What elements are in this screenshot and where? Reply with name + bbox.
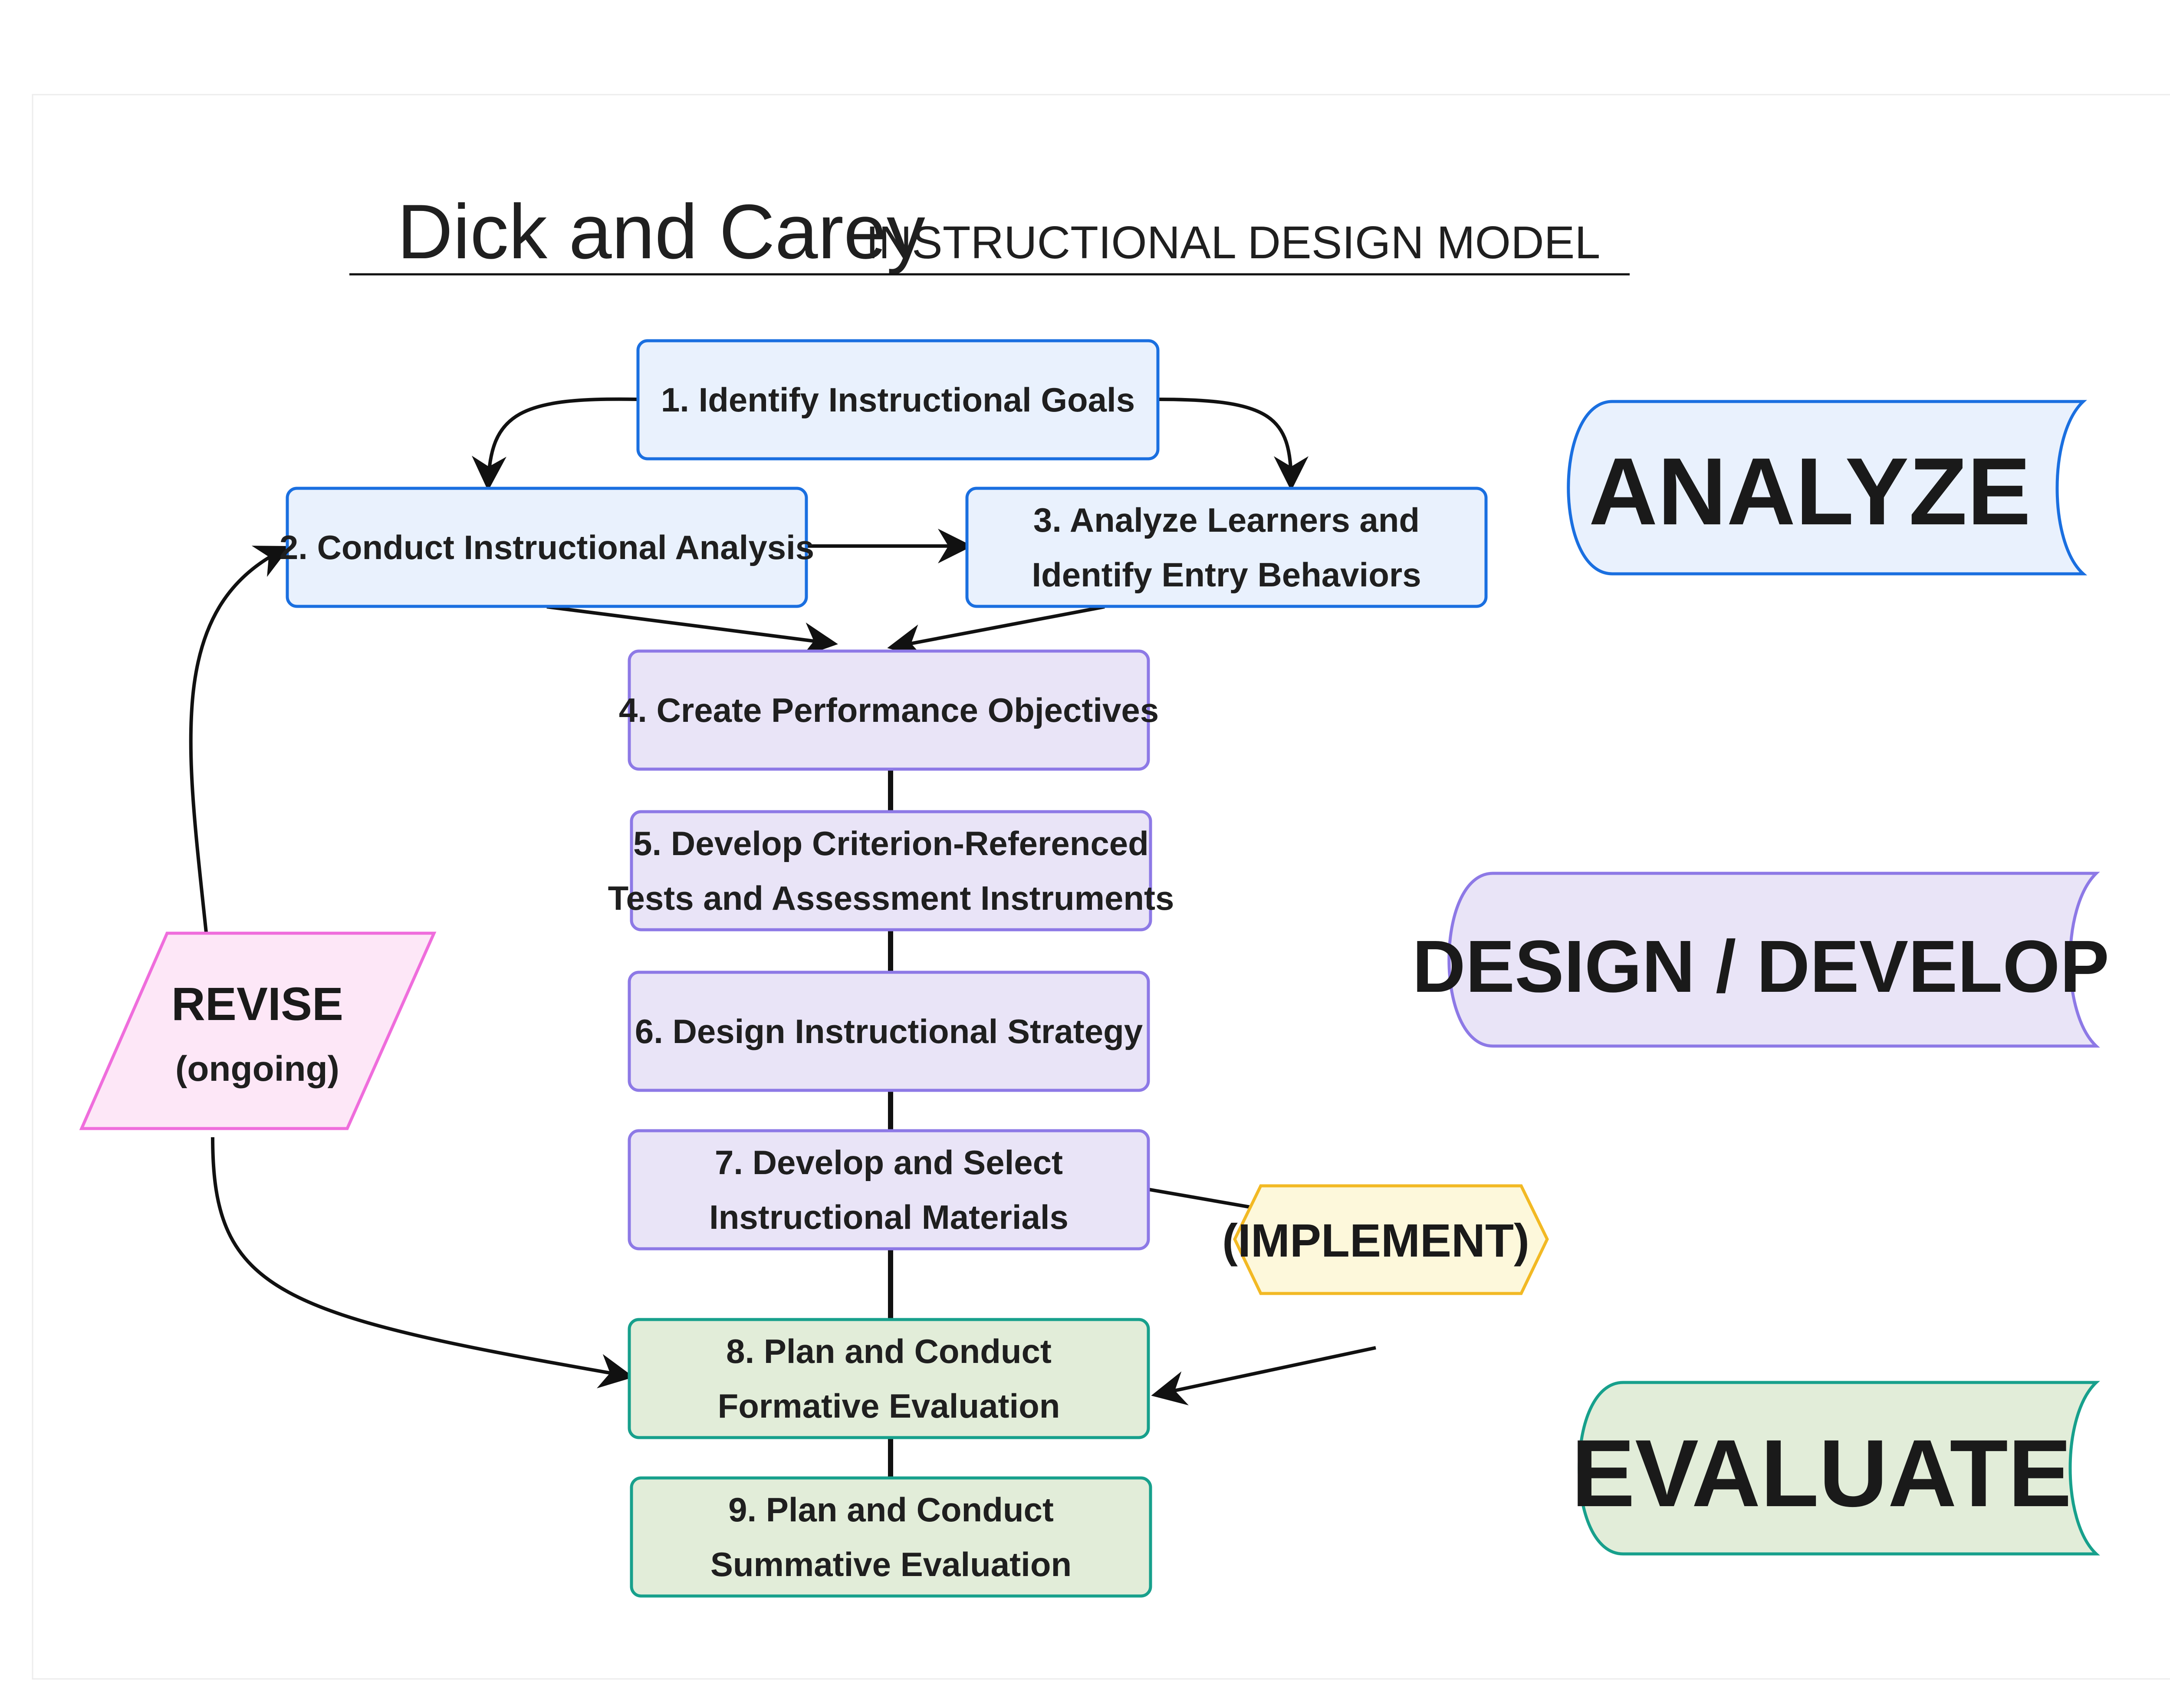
step-2-box [286, 487, 808, 608]
arrow-3-to-4 [887, 605, 1105, 659]
step-5-label-line-1: 5. Develop Criterion-Referenced [633, 824, 1149, 862]
step-6-label-line-1: 6. Design Instructional Strategy [635, 1012, 1143, 1050]
phase-analyze: ANALYZE [1567, 400, 2088, 576]
implement-label: (IMPLEMENT) [1222, 1214, 1529, 1267]
phase-evaluate: EVALUATE [1572, 1381, 2100, 1556]
step-7-label-line-2: Instructional Materials [709, 1198, 1069, 1236]
step-3-label-line-1: 3. Analyze Learners and [1033, 501, 1420, 539]
step-8-label-line-1: 8. Plan and Conduct [726, 1332, 1052, 1370]
revise-node: REVISE (ongoing) [79, 931, 437, 1130]
step-3-box [965, 487, 1488, 608]
connectors [189, 397, 1376, 1405]
implement-node: (IMPLEMENT) [1222, 1184, 1549, 1295]
arrow-1-to-3 [1157, 398, 1309, 491]
implement-shape [1233, 1184, 1549, 1295]
title: Dick and Carey INSTRUCTIONAL DESIGN MODE… [349, 188, 1630, 276]
step-6-node: 6. Design Instructional Strategy [628, 971, 1150, 1092]
phase-evaluate-shape [1578, 1381, 2100, 1556]
step-4-label-line-1: 4. Create Performance Objectives [619, 691, 1159, 729]
step-9-box [630, 1476, 1152, 1598]
step-4-box [628, 649, 1150, 771]
arrow-2-to-4 [546, 605, 838, 657]
step-9-label-line-2: Summative Evaluation [710, 1545, 1072, 1583]
step-4-node: 4. Create Performance Objectives [619, 649, 1159, 771]
step-6-box [628, 971, 1150, 1092]
step-7-label-line-1: 7. Develop and Select [715, 1143, 1063, 1181]
arrow-1-to-2 [471, 397, 638, 491]
arrow-revise-to-8 [211, 1137, 634, 1389]
step-1-node: 1. Identify Instructional Goals [636, 339, 1160, 461]
step-1-label-line-1: 1. Identify Instructional Goals [661, 381, 1135, 419]
title-main: Dick and Carey [397, 188, 925, 275]
steps: 1. Identify Instructional Goals 2. Conduc… [279, 339, 1488, 1598]
step-8-label-line-2: Formative Evaluation [718, 1387, 1060, 1425]
step-5-box [630, 810, 1152, 931]
phase-evaluate-label: EVALUATE [1572, 1420, 2072, 1527]
step-1-box [636, 339, 1160, 461]
step-7-box [628, 1129, 1150, 1251]
step-5-label-line-2: Tests and Assessment Instruments [608, 879, 1174, 917]
step-2-node: 2. Conduct Instructional Analysis [279, 487, 814, 608]
title-subtitle: INSTRUCTIONAL DESIGN MODEL [866, 217, 1600, 268]
revise-sub: (ongoing) [175, 1049, 339, 1089]
phase-design: DESIGN / DEVELOP [1412, 872, 2109, 1048]
phase-analyze-label: ANALYZE [1589, 438, 2031, 545]
phase-design-label: DESIGN / DEVELOP [1412, 925, 2109, 1008]
step-3-label-line-2: Identify Entry Behaviors [1032, 556, 1421, 594]
revise-label: REVISE [171, 977, 343, 1030]
arrow-revise-to-2 [189, 546, 291, 933]
phase-analyze-shape [1567, 400, 2088, 576]
phase-design-shape [1447, 872, 2100, 1048]
step-2-label-line-1: 2. Conduct Instructional Analysis [279, 528, 814, 566]
revise-shape [79, 931, 437, 1130]
step-9-label-line-1: 9. Plan and Conduct [728, 1491, 1054, 1529]
arrow-implement-to-8 [1151, 1346, 1376, 1405]
step-8-box [628, 1318, 1150, 1439]
